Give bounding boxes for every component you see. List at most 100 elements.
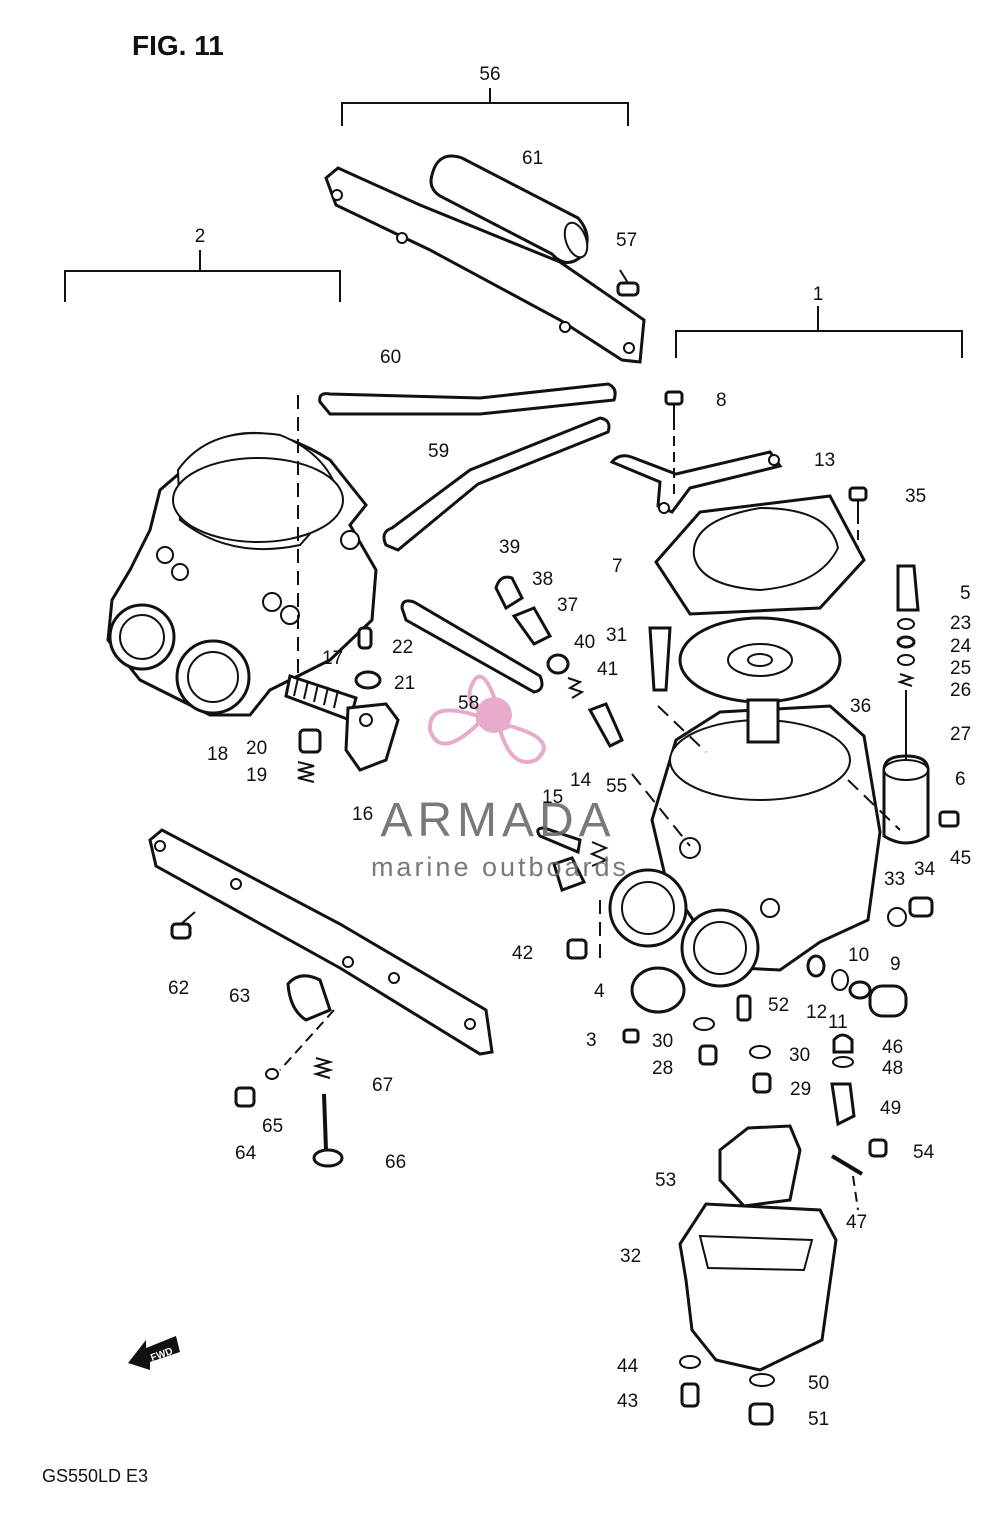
part-66-adjuster — [312, 1093, 344, 1168]
watermark-brand: ARMADA — [380, 794, 615, 847]
part-64-screw — [234, 1086, 256, 1108]
part-label-59: 59 — [428, 441, 449, 462]
part-label-63: 63 — [229, 986, 250, 1007]
part-52-jet — [736, 994, 752, 1022]
part-65-washer — [265, 1068, 279, 1080]
part-label-11: 11 — [828, 1012, 848, 1033]
part-label-9: 9 — [890, 954, 901, 975]
part-label-23: 23 — [950, 613, 971, 634]
part-label-40: 40 — [574, 632, 595, 653]
part-label-57: 57 — [616, 230, 637, 251]
part-41-screw — [587, 702, 624, 748]
part-label-44: 44 — [617, 1356, 639, 1377]
part-10-12-11-9-seals — [806, 954, 908, 1018]
carburetor-right-body — [608, 698, 882, 988]
part-label-18: 18 — [207, 744, 228, 765]
part-label-27: 27 — [950, 724, 971, 745]
part-20-bolt — [298, 728, 322, 754]
part-label-16: 16 — [352, 804, 373, 825]
fwd-arrow-icon: FWD — [128, 1336, 180, 1370]
part-label-37: 37 — [557, 595, 578, 616]
part-44-43-50-51 — [679, 1355, 775, 1426]
part-label-33: 33 — [884, 869, 905, 890]
part-33-34 — [887, 896, 934, 927]
part-label-38: 38 — [532, 569, 553, 590]
part-31-screw — [648, 626, 672, 692]
carburetor-left — [106, 431, 378, 717]
part-53-float — [718, 1124, 802, 1208]
model-code: GS550LD E3 — [42, 1466, 148, 1486]
part-37-o-ring — [546, 653, 570, 675]
part-17-throttle-spring — [284, 674, 358, 722]
part-label-51: 51 — [808, 1409, 829, 1430]
part-label-55: 55 — [606, 776, 627, 797]
part-label-54: 54 — [913, 1142, 935, 1163]
propeller-logo-icon — [427, 674, 546, 764]
part-62-screw — [170, 911, 196, 940]
part-label-19: 19 — [246, 765, 267, 786]
part-22-screw — [357, 626, 373, 650]
part-label-13: 13 — [814, 450, 835, 471]
part-label-6: 6 — [955, 769, 966, 790]
assembly-label-1: 1 — [813, 284, 824, 305]
watermark-tagline: marine outboards — [371, 852, 629, 882]
leader-lines — [279, 395, 901, 1211]
part-21-nut — [354, 670, 382, 690]
part-58-pipe — [400, 599, 544, 694]
bracket-1 — [675, 306, 963, 358]
assembly-label-56: 56 — [479, 64, 500, 85]
part-bracket-plate-lower — [148, 828, 494, 1056]
part-label-21: 21 — [394, 673, 415, 694]
part-label-25: 25 — [950, 658, 971, 679]
part-47-pin — [830, 1154, 864, 1176]
part-label-64: 64 — [235, 1143, 257, 1164]
part-7-top-cover — [654, 494, 866, 616]
part-label-36: 36 — [850, 696, 871, 717]
part-label-53: 53 — [655, 1170, 676, 1191]
part-label-20: 20 — [246, 738, 267, 759]
bracket-56 — [341, 88, 629, 126]
part-label-24: 24 — [950, 636, 972, 657]
part-label-58: 58 — [458, 693, 479, 714]
part-label-42: 42 — [512, 943, 533, 964]
part-32-float-bowl — [678, 1202, 838, 1372]
bracket-2 — [64, 250, 341, 302]
part-label-8: 8 — [716, 390, 727, 411]
part-45-screw — [938, 810, 960, 828]
part-3-screw — [622, 1028, 640, 1044]
part-label-39: 39 — [499, 537, 520, 558]
part-label-14: 14 — [570, 770, 592, 791]
part-label-10: 10 — [848, 945, 869, 966]
part-label-46: 46 — [882, 1037, 903, 1058]
part-label-67: 67 — [372, 1075, 393, 1096]
part-60-vent-tube — [318, 382, 617, 416]
part-39-jet-holder — [494, 575, 524, 611]
part-label-62: 62 — [168, 978, 189, 999]
part-label-26: 26 — [950, 680, 971, 701]
part-59-tube — [382, 416, 611, 552]
part-label-47: 47 — [846, 1212, 867, 1233]
part-label-17: 17 — [322, 648, 343, 669]
part-57-screw — [616, 269, 640, 297]
part-label-32: 32 — [620, 1246, 641, 1267]
part-6-float-bowl-piston — [882, 754, 930, 845]
part-label-60: 60 — [380, 347, 401, 368]
part-28-30-29 — [693, 1017, 772, 1094]
part-56-bracket-plate — [324, 166, 646, 364]
part-label-52: 52 — [768, 995, 789, 1016]
part-35-screw — [848, 486, 868, 514]
part-19-spring — [297, 761, 315, 783]
part-label-34: 34 — [914, 859, 936, 880]
part-label-31: 31 — [606, 625, 627, 646]
part-16-throttle-lever — [344, 702, 400, 772]
part-40-spring — [567, 677, 585, 699]
part-label-48: 48 — [882, 1058, 903, 1079]
part-label-30: 30 — [652, 1031, 673, 1052]
watermark-logo: ARMADA marine outboards — [371, 674, 629, 882]
part-23-25-washers — [896, 618, 916, 687]
part-36-diaphragm — [678, 616, 842, 704]
part-label-66: 66 — [385, 1152, 406, 1173]
part-38-needle-jet — [511, 606, 553, 646]
part-42-bolt — [566, 938, 588, 960]
